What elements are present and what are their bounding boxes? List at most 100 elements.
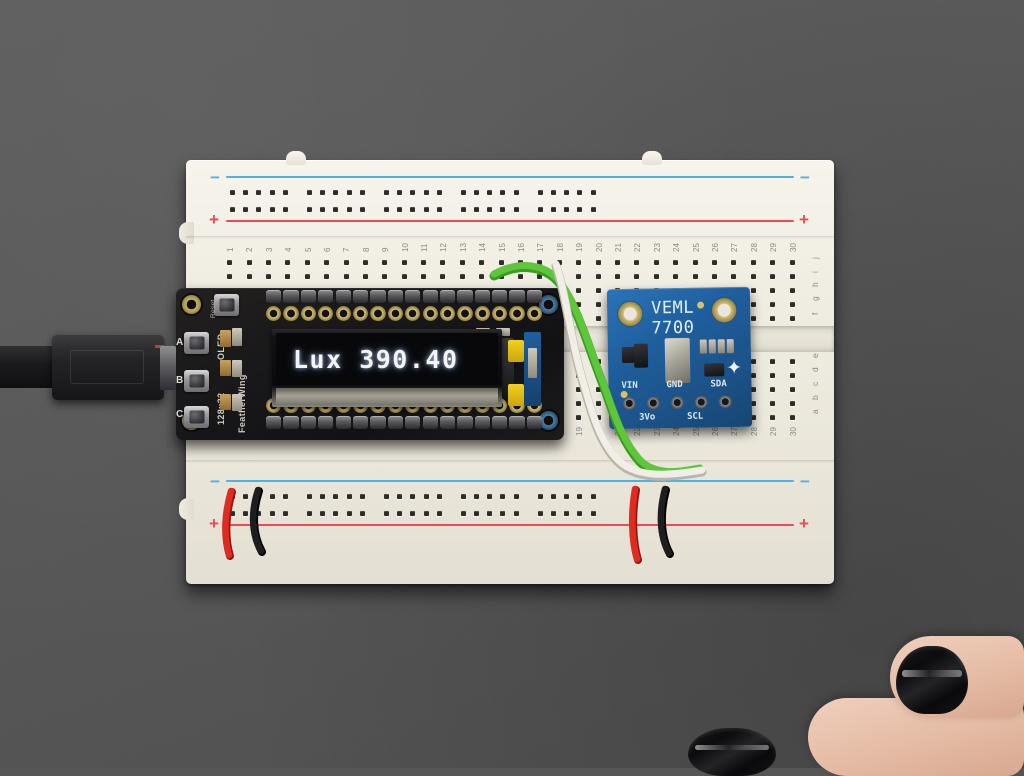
breadboard-hole[interactable] xyxy=(588,297,607,311)
breadboard-hole[interactable] xyxy=(393,184,406,201)
breadboard-hole[interactable] xyxy=(588,269,607,283)
breadboard-hole[interactable] xyxy=(510,184,523,201)
breadboard-hole[interactable] xyxy=(406,505,419,522)
breadboard-hole[interactable] xyxy=(279,184,292,201)
breadboard-hole[interactable] xyxy=(560,505,573,522)
breadboard-hole[interactable] xyxy=(587,184,600,201)
breadboard-hole[interactable] xyxy=(724,269,743,283)
breadboard-hole[interactable] xyxy=(457,201,470,218)
breadboard-hole[interactable] xyxy=(259,255,278,269)
breadboard-hole[interactable] xyxy=(356,505,369,522)
breadboard-hole[interactable] xyxy=(356,488,369,505)
breadboard-hole[interactable] xyxy=(252,488,265,505)
breadboard-hole[interactable] xyxy=(433,201,446,218)
breadboard-hole[interactable] xyxy=(457,505,470,522)
breadboard-hole[interactable] xyxy=(560,184,573,201)
breadboard-hole[interactable] xyxy=(763,368,782,382)
breadboard-hole[interactable] xyxy=(569,283,588,297)
breadboard-hole[interactable] xyxy=(588,255,607,269)
breadboard-hole[interactable] xyxy=(569,396,588,410)
button-b[interactable] xyxy=(184,370,209,392)
breadboard-hole[interactable] xyxy=(453,255,472,269)
breadboard-hole[interactable] xyxy=(266,488,279,505)
breadboard-hole[interactable] xyxy=(569,368,588,382)
breadboard-hole[interactable] xyxy=(569,354,588,368)
breadboard-hole[interactable] xyxy=(744,368,763,382)
breadboard-hole[interactable] xyxy=(588,311,607,325)
breadboard-hole[interactable] xyxy=(266,184,279,201)
breadboard-hole[interactable] xyxy=(433,488,446,505)
breadboard-hole[interactable] xyxy=(457,488,470,505)
breadboard-hole[interactable] xyxy=(226,488,239,505)
breadboard-hole[interactable] xyxy=(329,488,342,505)
breadboard-hole[interactable] xyxy=(395,255,414,269)
breadboard-hole[interactable] xyxy=(560,201,573,218)
breadboard-hole[interactable] xyxy=(419,505,432,522)
breadboard-hole[interactable] xyxy=(472,255,491,269)
breadboard-hole[interactable] xyxy=(627,269,646,283)
breadboard-hole[interactable] xyxy=(317,255,336,269)
breadboard-hole[interactable] xyxy=(375,269,394,283)
breadboard-hole[interactable] xyxy=(380,201,393,218)
breadboard-hole[interactable] xyxy=(259,269,278,283)
breadboard-hole[interactable] xyxy=(419,184,432,201)
breadboard-hole[interactable] xyxy=(573,184,586,201)
breadboard-hole[interactable] xyxy=(744,255,763,269)
breadboard-hole[interactable] xyxy=(496,184,509,201)
breadboard-hole[interactable] xyxy=(588,354,607,368)
breadboard-hole[interactable] xyxy=(588,283,607,297)
breadboard-hole[interactable] xyxy=(588,410,607,424)
breadboard-hole[interactable] xyxy=(782,382,801,396)
breadboard-hole[interactable] xyxy=(316,505,329,522)
breadboard-hole[interactable] xyxy=(343,488,356,505)
breadboard-hole[interactable] xyxy=(763,283,782,297)
breadboard-hole[interactable] xyxy=(220,269,239,283)
breadboard-hole[interactable] xyxy=(782,297,801,311)
breadboard-hole[interactable] xyxy=(569,410,588,424)
breadboard-hole[interactable] xyxy=(573,488,586,505)
breadboard-hole[interactable] xyxy=(239,255,258,269)
breadboard-hole[interactable] xyxy=(744,283,763,297)
breadboard-hole[interactable] xyxy=(329,184,342,201)
breadboard-hole[interactable] xyxy=(356,269,375,283)
breadboard-hole[interactable] xyxy=(343,505,356,522)
breadboard-hole[interactable] xyxy=(744,382,763,396)
breadboard-hole[interactable] xyxy=(510,488,523,505)
breadboard-hole[interactable] xyxy=(744,269,763,283)
breadboard-hole[interactable] xyxy=(406,488,419,505)
breadboard-hole[interactable] xyxy=(278,255,297,269)
breadboard-hole[interactable] xyxy=(608,269,627,283)
breadboard-hole[interactable] xyxy=(608,255,627,269)
breadboard-hole[interactable] xyxy=(782,368,801,382)
breadboard-hole[interactable] xyxy=(763,297,782,311)
breadboard-hole[interactable] xyxy=(588,382,607,396)
breadboard-hole[interactable] xyxy=(356,184,369,201)
breadboard-hole[interactable] xyxy=(343,184,356,201)
breadboard-hole[interactable] xyxy=(298,255,317,269)
breadboard-hole[interactable] xyxy=(782,311,801,325)
breadboard-hole[interactable] xyxy=(316,201,329,218)
breadboard-hole[interactable] xyxy=(239,269,258,283)
breadboard-hole[interactable] xyxy=(239,505,252,522)
breadboard-hole[interactable] xyxy=(279,488,292,505)
button-c[interactable] xyxy=(184,406,209,428)
breadboard-hole[interactable] xyxy=(491,255,510,269)
breadboard-hole[interactable] xyxy=(534,488,547,505)
breadboard-hole[interactable] xyxy=(393,505,406,522)
breadboard-hole[interactable] xyxy=(406,184,419,201)
breadboard-hole[interactable] xyxy=(782,255,801,269)
breadboard-hole[interactable] xyxy=(763,410,782,424)
breadboard-hole[interactable] xyxy=(483,201,496,218)
breadboard-hole[interactable] xyxy=(547,184,560,201)
breadboard-hole[interactable] xyxy=(433,505,446,522)
breadboard-hole[interactable] xyxy=(763,255,782,269)
breadboard-hole[interactable] xyxy=(239,184,252,201)
breadboard-hole[interactable] xyxy=(724,255,743,269)
button-a[interactable] xyxy=(184,332,209,354)
breadboard-hole[interactable] xyxy=(763,382,782,396)
breadboard-hole[interactable] xyxy=(530,269,549,283)
breadboard-hole[interactable] xyxy=(483,505,496,522)
breadboard-hole[interactable] xyxy=(470,201,483,218)
breadboard-hole[interactable] xyxy=(496,201,509,218)
breadboard-hole[interactable] xyxy=(316,488,329,505)
